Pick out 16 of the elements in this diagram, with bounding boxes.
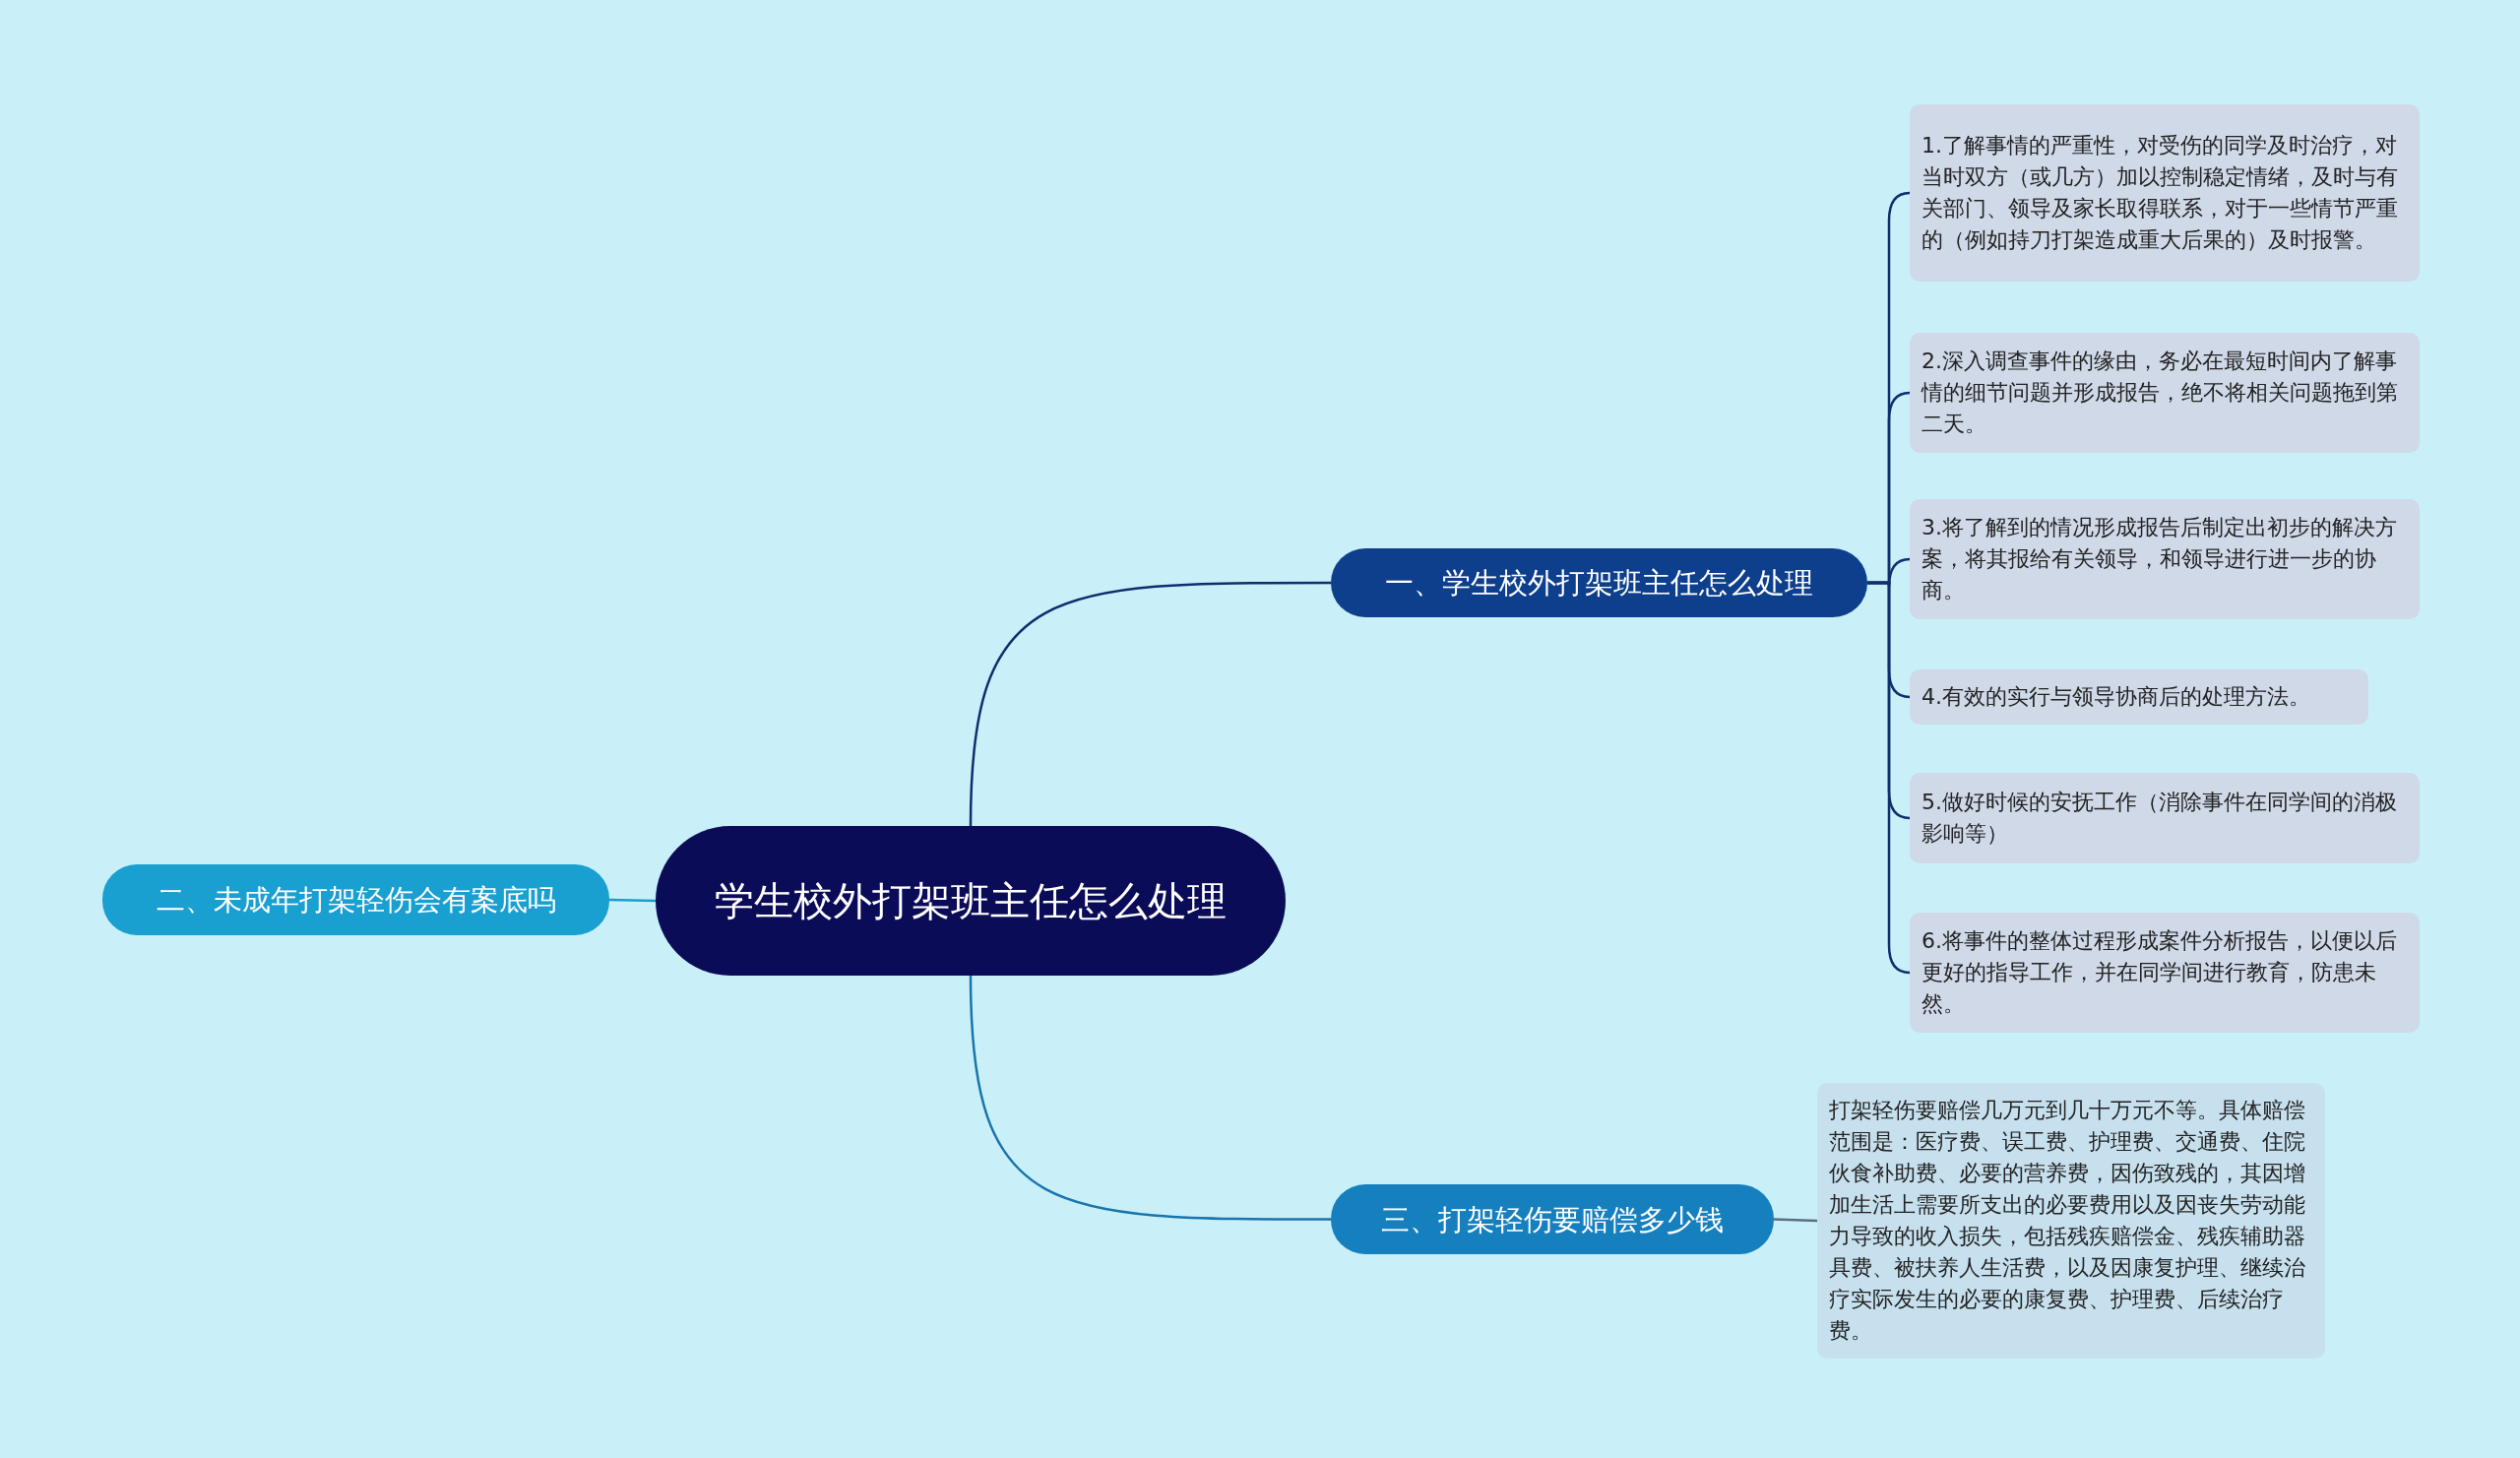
detail-card: 打架轻伤要赔偿几万元到几十万元不等。具体赔偿范围是：医疗费、误工费、护理费、交通费、住院伙食补助费、必要的营养费，因伤致残的，其因增加生活上需要所支出的必要费用以及因丧失劳动能力导致的收入损失，包括残疾赔偿金、残疾辅助器具费、被扶养人生活费，以及因康复护理、继续治疗实际发生的必要的康复费、护理费、后续治疗费。: [1817, 1083, 2325, 1359]
detail-card: 1.了解事情的严重性，对受伤的同学及时治疗，对当时双方（或几方）加以控制稳定情绪，及时与有关部门、领导及家长取得联系，对于一些情节严重的（例如持刀打架造成重大后果的）及时报警。: [1910, 104, 2420, 282]
branch-topic: 三、打架轻伤要赔偿多少钱: [1331, 1184, 1774, 1254]
detail-card: 5.做好时候的安抚工作（消除事件在同学间的消极影响等）: [1910, 773, 2420, 863]
branch-topic: 二、未成年打架轻伤会有案底吗: [102, 864, 609, 935]
connector-line: [608, 898, 657, 903]
branch-topic: 一、学生校外打架班主任怎么处理: [1331, 548, 1867, 617]
detail-card: 2.深入调查事件的缘由，务必在最短时间内了解事情的细节问题并形成报告，绝不将相关问题拖到第二天。: [1910, 333, 2420, 453]
detail-card: 3.将了解到的情况形成报告后制定出初步的解决方案，将其报给有关领导，和领导进行进一步的协商。: [1910, 499, 2420, 619]
central-topic: 学生校外打架班主任怎么处理: [656, 826, 1286, 976]
detail-card: 4.有效的实行与领导协商后的处理方法。: [1910, 669, 2368, 725]
connector-line: [1773, 1218, 1818, 1223]
connector-line: [969, 581, 1331, 827]
connector-line: [969, 975, 1331, 1221]
connector-line: [1867, 581, 1911, 975]
detail-card: 6.将事件的整体过程形成案件分析报告，以便以后更好的指导工作，并在同学间进行教育，防患未然。: [1910, 913, 2420, 1033]
